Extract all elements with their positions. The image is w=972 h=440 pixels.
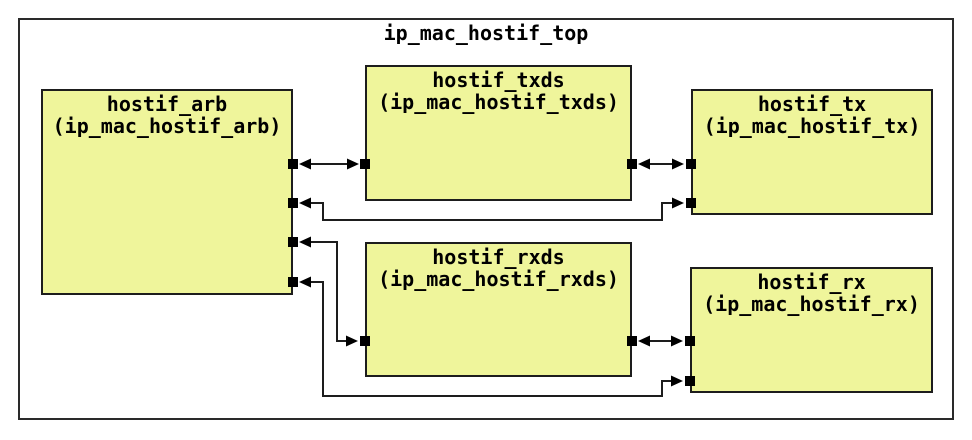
- block-instance: (ip_mac_hostif_rxds): [378, 267, 619, 291]
- block-name: hostif_rxds: [432, 245, 565, 269]
- block-name: hostif_arb: [106, 92, 228, 116]
- block-hostif-tx[interactable]: hostif_tx (ip_mac_hostif_tx): [691, 89, 933, 215]
- block-name: hostif_tx: [757, 92, 867, 116]
- block-instance: (ip_mac_hostif_txds): [378, 90, 619, 114]
- block-hostif-rxds[interactable]: hostif_rxds (ip_mac_hostif_rxds): [365, 242, 632, 377]
- block-hostif-arb[interactable]: hostif_arb (ip_mac_hostif_arb): [41, 89, 293, 295]
- block-hostif-txds[interactable]: hostif_txds (ip_mac_hostif_txds): [365, 65, 632, 201]
- block-name: hostif_rx: [757, 270, 866, 294]
- block-hostif-rx[interactable]: hostif_rx (ip_mac_hostif_rx): [690, 267, 933, 393]
- block-instance: (ip_mac_hostif_arb): [52, 114, 282, 138]
- block-instance: (ip_mac_hostif_tx): [703, 114, 921, 138]
- block-name: hostif_txds: [432, 68, 565, 92]
- top-module-title: ip_mac_hostif_top: [383, 21, 589, 45]
- block-instance: (ip_mac_hostif_rx): [703, 292, 920, 316]
